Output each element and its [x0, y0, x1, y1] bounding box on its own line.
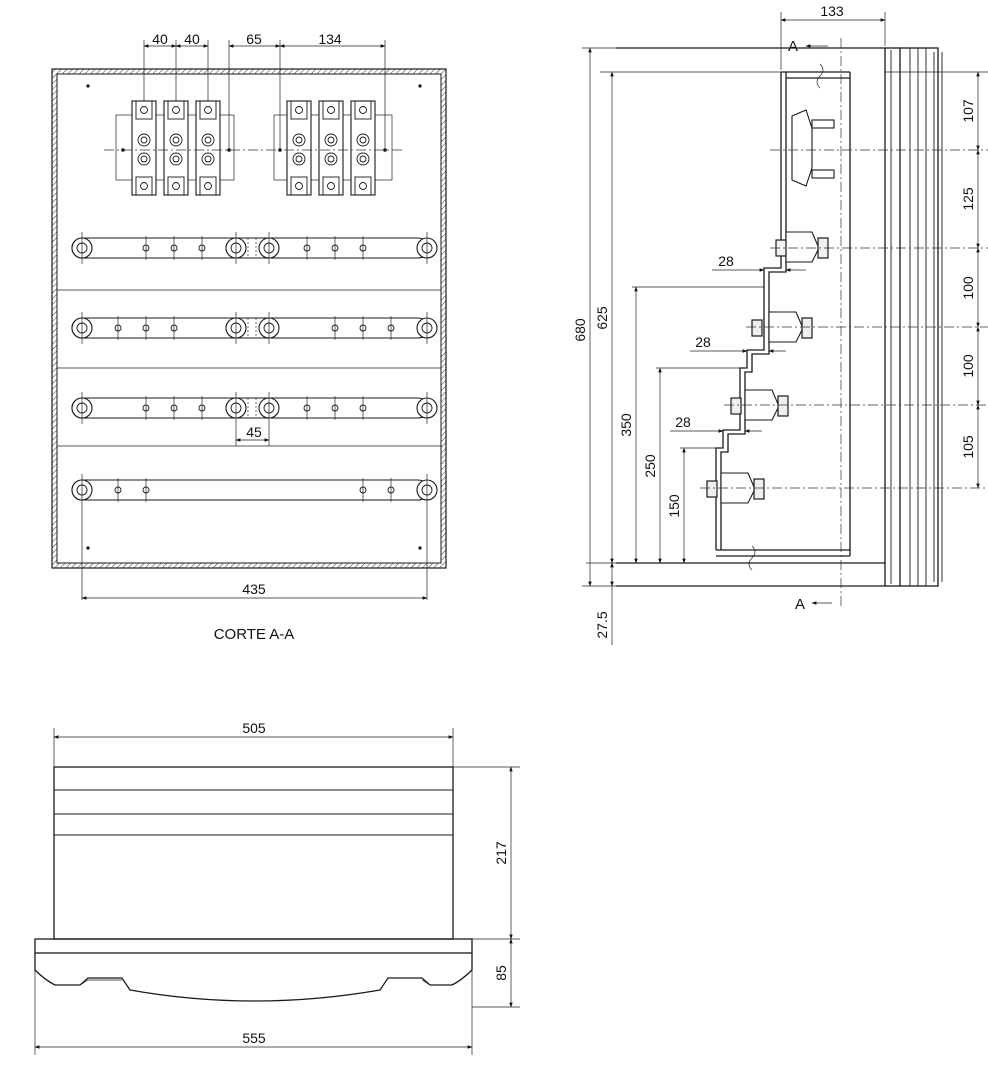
dim-40-b: 40	[184, 31, 200, 47]
dim-107: 107	[960, 99, 976, 123]
dim-555: 555	[242, 1030, 266, 1046]
dim-28-b: 28	[695, 334, 711, 350]
dim-217: 217	[493, 841, 509, 865]
dim-435: 435	[242, 581, 266, 597]
dim-134: 134	[318, 31, 342, 47]
fuse-base	[163, 100, 189, 196]
dim-85: 85	[493, 965, 509, 981]
front-top-dimensions: 40 40 65 134	[143, 31, 386, 150]
busbar-row-4	[71, 474, 438, 600]
dim-28-a: 28	[718, 253, 734, 269]
fuse-base	[350, 100, 376, 196]
section-label: CORTE A-A	[214, 626, 295, 643]
dim-45: 45	[246, 424, 262, 440]
fuse-group-right	[273, 100, 393, 196]
dim-250: 250	[642, 454, 658, 478]
mounting-holes	[86, 84, 422, 550]
insulator	[700, 472, 988, 504]
dim-27-5: 27.5	[594, 611, 610, 638]
fuse-base	[131, 100, 157, 196]
insulator	[724, 389, 988, 421]
dim-28-c: 28	[675, 414, 691, 430]
busbar-row-3: 45	[71, 392, 438, 446]
dim-625: 625	[594, 306, 610, 330]
insulator	[770, 231, 988, 263]
busbar-row-1	[71, 232, 438, 264]
dim-125: 125	[960, 187, 976, 211]
side-view: A A 133 680 625 27.5 350 250 150 28	[572, 3, 988, 645]
dim-505: 505	[242, 720, 266, 736]
bottom-view: 505 217 85 555	[34, 720, 520, 1055]
dim-65: 65	[246, 31, 262, 47]
section-marker-top: A	[788, 38, 798, 55]
busbar-row-2	[71, 312, 438, 344]
dim-40-a: 40	[152, 31, 168, 47]
dim-105: 105	[960, 435, 976, 459]
dim-100-a: 100	[960, 276, 976, 300]
insulator	[746, 311, 988, 343]
section-marker-bottom: A	[795, 596, 805, 613]
fuse-base	[318, 100, 344, 196]
fuse-group-left	[115, 100, 235, 196]
dim-680: 680	[572, 318, 588, 342]
dim-100-b: 100	[960, 354, 976, 378]
fuse-base	[286, 100, 312, 196]
dim-133: 133	[820, 3, 844, 19]
dim-150: 150	[666, 494, 682, 518]
front-view: 45 40 40 65 134	[51, 31, 447, 643]
fuse-base	[195, 100, 221, 196]
dim-350: 350	[618, 413, 634, 437]
